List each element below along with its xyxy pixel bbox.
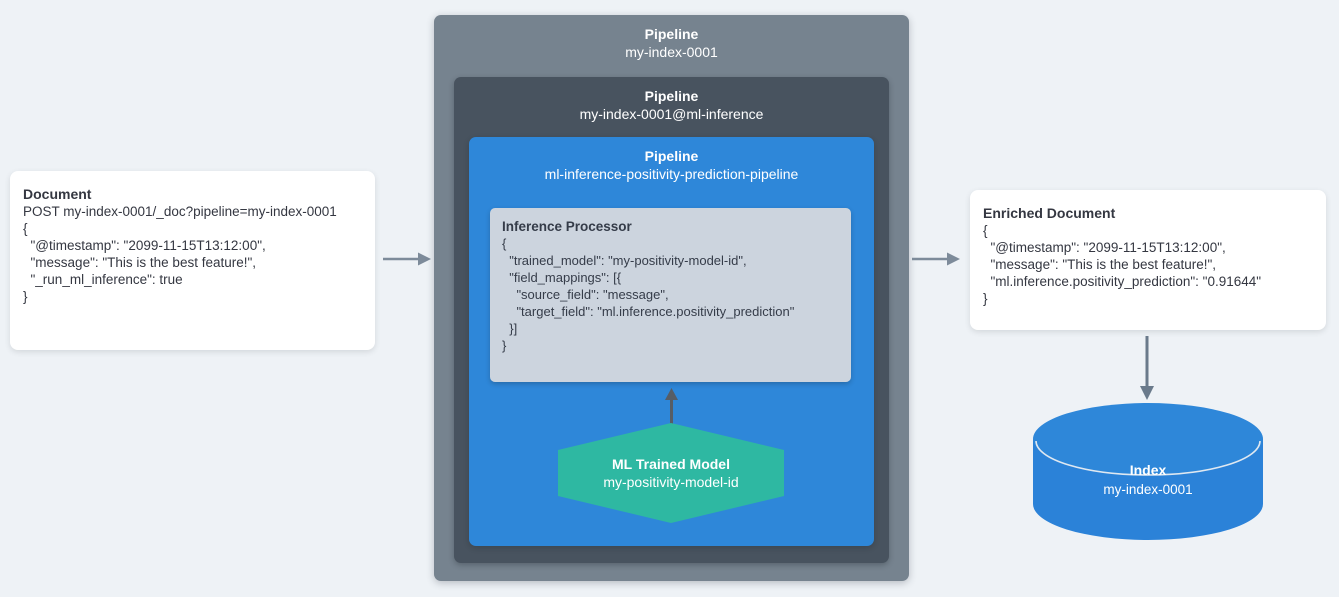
index-title: Index — [1129, 461, 1167, 478]
inference-processor-title: Inference Processor — [502, 219, 632, 234]
document-json-line: "_run_ml_inference": true — [23, 272, 183, 287]
document-json-line: "@timestamp": "2099-11-15T13:12:00", — [23, 238, 266, 253]
document-request-line: POST my-index-0001/_doc?pipeline=my-inde… — [23, 204, 337, 219]
document-json-line: "message": "This is the best feature!", — [23, 255, 257, 270]
processor-json-line: { — [502, 236, 507, 251]
pipeline-middle-header: Pipeline my-index-0001@ml-inference — [454, 77, 889, 123]
enriched-json-line: { — [983, 223, 988, 238]
document-json-line: } — [23, 289, 28, 304]
enriched-json-line: "ml.inference.positivity_prediction": "0… — [983, 274, 1262, 289]
pipeline-outer-label: Pipeline — [644, 26, 699, 42]
processor-json-line: "source_field": "message", — [502, 287, 669, 302]
processor-json-line: "trained_model": "my-positivity-model-id… — [502, 253, 747, 268]
arrow-right-icon — [383, 252, 431, 266]
document-card-title: Document — [23, 186, 92, 202]
inference-processor-box: Inference Processor { "trained_model": "… — [490, 208, 851, 382]
pipeline-middle-name: my-index-0001@ml-inference — [579, 106, 764, 122]
pipeline-inner-header: Pipeline ml-inference-positivity-predict… — [469, 137, 874, 183]
processor-json-line: "target_field": "ml.inference.positivity… — [502, 304, 795, 319]
enriched-json-line: } — [983, 291, 988, 306]
arrow-up-icon — [665, 388, 678, 424]
arrow-down-icon — [1140, 336, 1154, 400]
enriched-document-title: Enriched Document — [983, 205, 1116, 221]
index-cylinder-labels: Index my-index-0001 — [1033, 403, 1263, 540]
document-card: Document POST my-index-0001/_doc?pipelin… — [10, 171, 375, 350]
index-cylinder-icon — [1033, 403, 1263, 540]
processor-json-line: } — [502, 338, 507, 353]
enriched-json-line: "message": "This is the best feature!", — [983, 257, 1217, 272]
index-name: my-index-0001 — [1103, 481, 1193, 497]
pipeline-inner-label: Pipeline — [644, 148, 699, 164]
arrow-right-icon — [912, 252, 960, 266]
pipeline-middle-label: Pipeline — [644, 88, 699, 104]
ml-trained-model-title: ML Trained Model — [612, 456, 730, 472]
enriched-json-line: "@timestamp": "2099-11-15T13:12:00", — [983, 240, 1226, 255]
pipeline-outer-header: Pipeline my-index-0001 — [434, 15, 909, 61]
enriched-document-card: Enriched Document { "@timestamp": "2099-… — [970, 190, 1326, 330]
processor-json-line: "field_mappings": [{ — [502, 270, 622, 285]
pipeline-outer-name: my-index-0001 — [625, 44, 718, 60]
pipeline-inner-name: ml-inference-positivity-prediction-pipel… — [544, 166, 799, 182]
document-json-line: { — [23, 221, 28, 236]
processor-json-line: }] — [502, 321, 518, 336]
ml-trained-model-name: my-positivity-model-id — [603, 474, 739, 490]
